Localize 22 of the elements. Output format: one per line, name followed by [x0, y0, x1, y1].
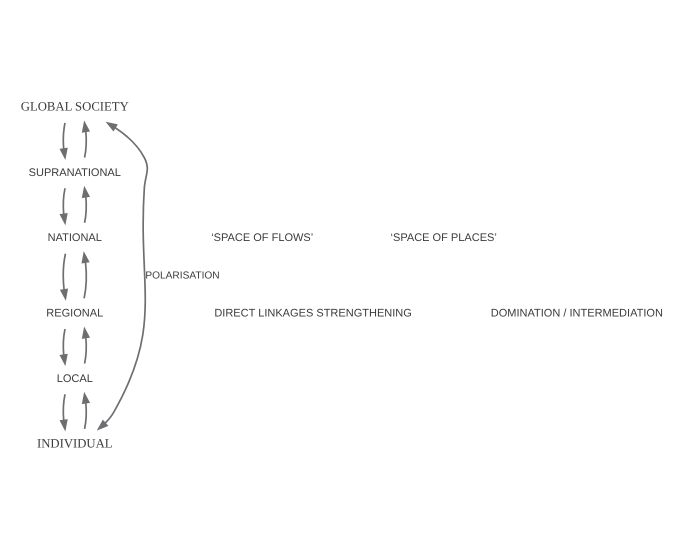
node-text: NATIONAL	[48, 232, 102, 244]
node-text: REGIONAL	[46, 308, 104, 320]
node-text: LOCAL	[56, 372, 93, 385]
arrow	[82, 186, 90, 223]
label: DIRECT LINKAGES STRENGTHENING	[214, 308, 412, 320]
arrow	[60, 328, 68, 366]
label: ‘SPACE OF PLACES’	[390, 232, 497, 244]
arrow	[82, 392, 90, 430]
arrow	[82, 120, 90, 158]
arrow	[96, 122, 148, 431]
arrow	[60, 394, 68, 432]
node-text: SUPRANATIONAL	[28, 166, 121, 179]
arrow	[60, 122, 68, 160]
arrow	[82, 251, 90, 298]
edge-label: POLARISATION	[145, 270, 220, 282]
arrow	[60, 254, 68, 301]
node-text: GLOBAL SOCIETY	[20, 100, 129, 114]
label: ‘SPACE OF FLOWS’	[211, 232, 314, 244]
arrow	[60, 188, 68, 226]
node-text: INDIVIDUAL	[36, 436, 113, 450]
arrow	[82, 326, 90, 364]
label: DOMINATION / INTERMEDIATION	[490, 308, 663, 320]
